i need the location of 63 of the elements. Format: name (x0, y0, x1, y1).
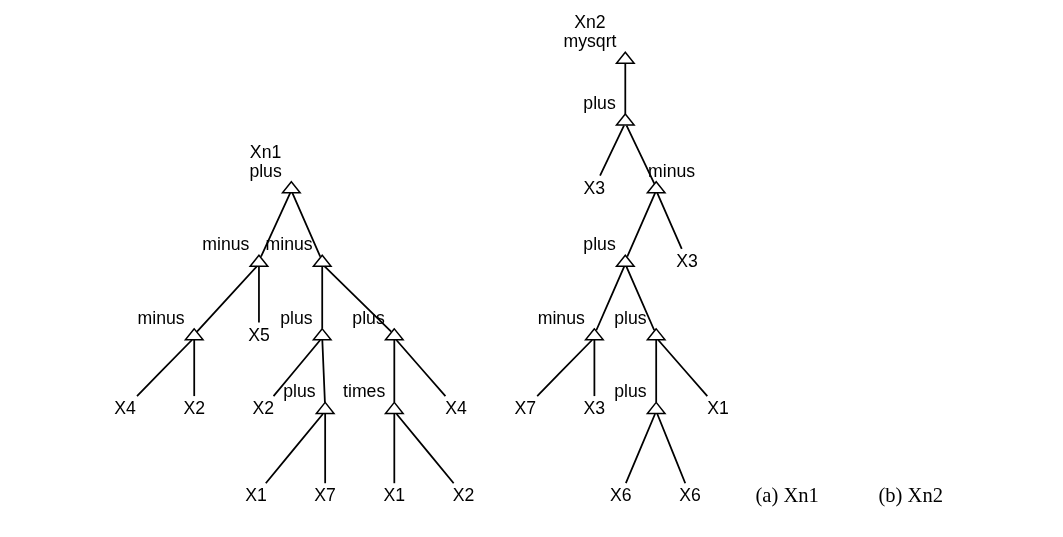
node-label: minus (537, 307, 585, 328)
connector (272, 339, 322, 397)
connector (625, 413, 656, 485)
connector (656, 192, 683, 250)
connector (626, 192, 657, 258)
node-label: plus (283, 381, 316, 402)
connector (624, 62, 627, 115)
connector (258, 265, 260, 324)
node-label: plus (583, 234, 616, 255)
node-text: X7 (314, 485, 336, 506)
connector (323, 265, 393, 333)
node-text: X2 (252, 398, 275, 419)
connector (136, 339, 193, 397)
connector (395, 413, 455, 485)
connector (264, 413, 324, 485)
connector (196, 265, 258, 333)
node-text: X4 (445, 398, 467, 419)
node-label: plus (249, 160, 282, 181)
node-label: minus (202, 234, 250, 255)
connector (324, 413, 327, 485)
connector (595, 265, 626, 332)
connector (593, 339, 596, 397)
connector (657, 339, 709, 397)
node-label: plus (280, 307, 313, 328)
label: (b) Xn2 (878, 483, 943, 506)
connector (625, 265, 656, 332)
connector (655, 339, 658, 404)
node-label: minus (265, 234, 313, 255)
connector (395, 339, 447, 397)
node-text: X1 (383, 485, 406, 506)
node-text: X7 (514, 398, 537, 419)
node-label: minus (648, 160, 696, 181)
connector (291, 192, 322, 258)
node-text: X6 (610, 485, 632, 506)
connector (193, 339, 196, 397)
node-label: mysqrt (563, 31, 617, 52)
node-text: X1 (707, 398, 729, 419)
node-label: Xn2 (574, 12, 606, 33)
node-text: X5 (248, 324, 270, 345)
node-text: X2 (183, 398, 206, 419)
connector (625, 124, 656, 185)
connector (321, 339, 326, 404)
connector (536, 339, 593, 397)
node-text: X3 (583, 177, 606, 198)
connector (599, 124, 625, 177)
node-text: X2 (452, 485, 475, 506)
node-label: plus (614, 381, 647, 402)
node-label: plus (583, 93, 616, 114)
node-label: Xn1 (249, 141, 282, 162)
connector (656, 413, 687, 485)
node-label: times (343, 381, 386, 402)
connector (393, 413, 396, 485)
node-label: plus (614, 307, 647, 328)
node-text: X1 (245, 485, 267, 506)
node-text: X3 (583, 398, 606, 419)
node-text: X4 (114, 398, 136, 419)
node-label: minus (137, 307, 185, 328)
label: (a) Xn1 (755, 483, 819, 506)
connector (260, 192, 292, 258)
node-text: X3 (676, 251, 698, 272)
connector (393, 339, 396, 404)
node-text: X6 (679, 485, 701, 506)
connector (321, 265, 324, 330)
